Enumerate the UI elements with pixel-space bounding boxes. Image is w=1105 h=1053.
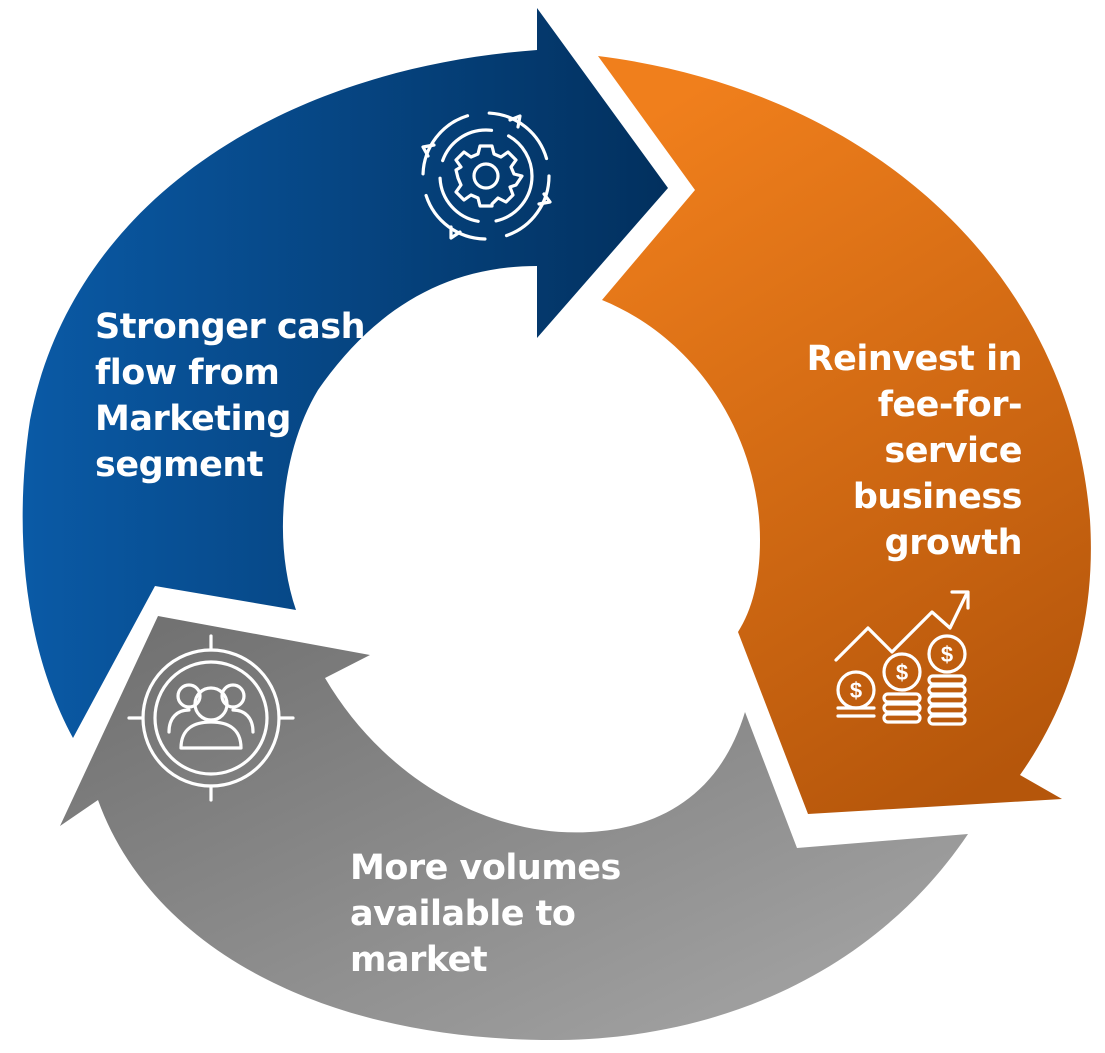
segment-orange (598, 56, 1091, 814)
svg-text:$: $ (941, 642, 953, 667)
label-line: More volumes (350, 848, 621, 888)
growth-coins-icon: $ $ $ (834, 590, 970, 726)
label-line: Reinvest in (806, 339, 1023, 379)
segment-label-volumes: More volumes available to market (350, 845, 621, 983)
label-line: available to (350, 894, 576, 934)
segment-gray (60, 616, 968, 1041)
label-line: Marketing (95, 399, 291, 439)
gear-cycle-icon (421, 111, 552, 241)
svg-text:$: $ (850, 678, 862, 703)
segment-label-reinvest: Reinvest in fee-for- service business gr… (770, 336, 1023, 566)
label-line: flow from (95, 353, 280, 393)
svg-text:$: $ (896, 660, 908, 685)
segment-label-cash-flow: Stronger cash flow from Marketing segmen… (95, 304, 366, 488)
audience-target-icon (127, 634, 295, 802)
label-line: market (350, 940, 488, 980)
label-line: segment (95, 445, 263, 485)
label-line: business (852, 477, 1023, 517)
label-line: service (884, 431, 1022, 471)
label-line: Stronger cash (95, 307, 366, 347)
segment-blue (22, 8, 669, 738)
label-line: growth (884, 523, 1023, 563)
label-line: fee-for- (877, 385, 1023, 425)
